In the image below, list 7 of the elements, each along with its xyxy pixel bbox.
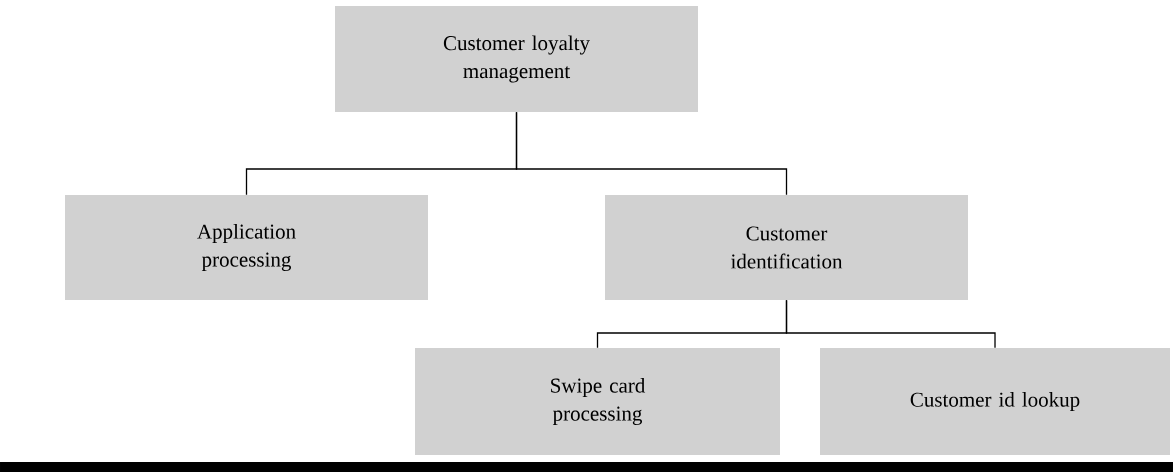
process-box: Application processing: [65, 195, 428, 300]
process-box: Swipe card processing: [415, 348, 780, 455]
connector-line: [515, 111, 788, 196]
process-box: Customer loyalty management: [335, 6, 698, 112]
process-box: Customer id lookup: [820, 348, 1170, 455]
process-box: Customer identification: [605, 195, 968, 300]
connector-line: [785, 299, 996, 349]
